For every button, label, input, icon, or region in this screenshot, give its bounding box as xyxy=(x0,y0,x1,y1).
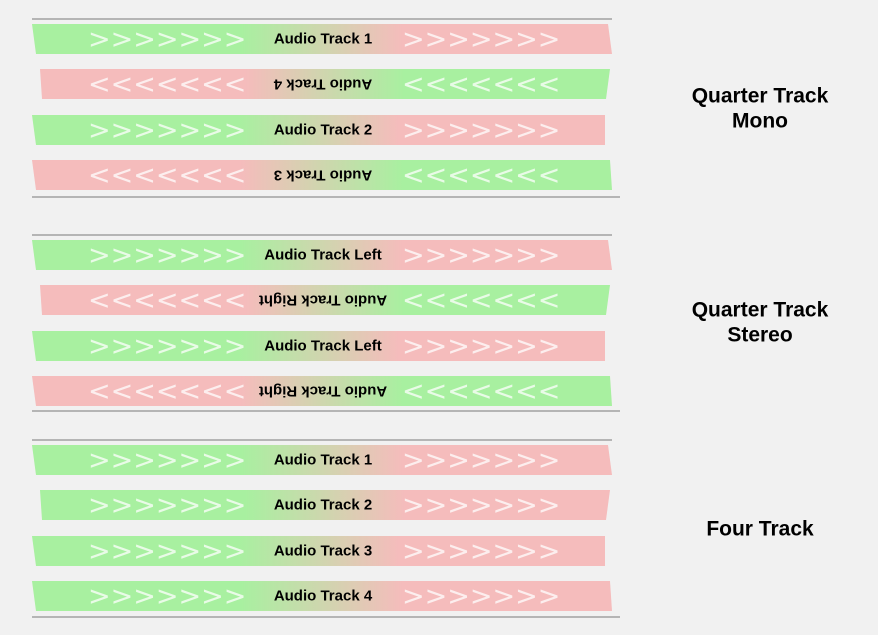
direction-arrows-left: <<<<<<< xyxy=(88,376,246,407)
group-title-line: Quarter Track xyxy=(692,299,829,322)
track-ribbon xyxy=(32,24,612,54)
track-label: Audio Track 4 xyxy=(273,76,372,93)
direction-arrows-right: >>>>>>> xyxy=(402,581,560,612)
direction-arrows-left: <<<<<<< xyxy=(88,285,246,316)
track-1-3: >>>>>>> >>>>>>> Audio Track 2 xyxy=(32,115,605,146)
track-1-2: <<<<<<< <<<<<<< Audio Track 4 xyxy=(40,69,610,100)
track-label: Audio Track Left xyxy=(264,247,382,264)
track-2-2: <<<<<<< <<<<<<< Audio Track Right xyxy=(40,285,610,316)
track-3-2: >>>>>>> >>>>>>> Audio Track 2 xyxy=(40,490,610,521)
track-ribbon xyxy=(32,445,612,475)
track-ribbon xyxy=(40,69,610,99)
direction-arrows-left: >>>>>>> xyxy=(88,24,246,55)
track-ribbon xyxy=(32,536,605,566)
direction-arrows-right: <<<<<<< xyxy=(402,376,560,407)
track-group-1: >>>>>>>>>>>>>>Audio Track 1<<<<<<<<<<<<<… xyxy=(32,18,829,198)
track-3-3: >>>>>>> >>>>>>> Audio Track 3 xyxy=(32,536,605,567)
direction-arrows-left: <<<<<<< xyxy=(88,160,246,191)
track-group-2: >>>>>>>>>>>>>>Audio Track Left<<<<<<<<<<… xyxy=(32,234,829,412)
direction-arrows-left: >>>>>>> xyxy=(88,115,246,146)
track-label: Audio Track 1 xyxy=(274,452,372,469)
direction-arrows-right: <<<<<<< xyxy=(402,285,560,316)
direction-arrows-right: <<<<<<< xyxy=(402,160,560,191)
track-ribbon xyxy=(32,376,612,406)
track-3-1: >>>>>>> >>>>>>> Audio Track 1 xyxy=(32,445,612,476)
group-title-line: Stereo xyxy=(727,324,792,347)
track-ribbon xyxy=(32,160,612,190)
track-label: Audio Track 3 xyxy=(274,167,372,184)
track-ribbon xyxy=(32,581,612,611)
direction-arrows-right: <<<<<<< xyxy=(402,69,560,100)
track-1-1: >>>>>>> >>>>>>> Audio Track 1 xyxy=(32,24,612,55)
track-ribbon xyxy=(40,490,610,520)
direction-arrows-right: >>>>>>> xyxy=(402,445,560,476)
direction-arrows-left: >>>>>>> xyxy=(88,490,246,521)
track-label: Audio Track 2 xyxy=(274,122,372,139)
direction-arrows-left: >>>>>>> xyxy=(88,581,246,612)
group-title-line: Mono xyxy=(732,110,788,133)
track-label: Audio Track Right xyxy=(259,383,387,400)
direction-arrows-left: <<<<<<< xyxy=(88,69,246,100)
track-3-4: >>>>>>> >>>>>>> Audio Track 4 xyxy=(32,581,612,612)
direction-arrows-left: >>>>>>> xyxy=(88,240,246,271)
direction-arrows-left: >>>>>>> xyxy=(88,331,246,362)
track-label: Audio Track 1 xyxy=(274,31,372,48)
direction-arrows-right: >>>>>>> xyxy=(402,240,560,271)
group-title-line: Four Track xyxy=(706,518,814,541)
track-label: Audio Track Right xyxy=(259,292,387,309)
track-label: Audio Track 3 xyxy=(274,543,372,560)
direction-arrows-right: >>>>>>> xyxy=(402,490,560,521)
track-1-4: <<<<<<< <<<<<<< Audio Track 3 xyxy=(32,160,612,191)
track-ribbon xyxy=(32,240,612,270)
direction-arrows-left: >>>>>>> xyxy=(88,445,246,476)
track-2-3: >>>>>>> >>>>>>> Audio Track Left xyxy=(32,331,605,362)
track-2-1: >>>>>>> >>>>>>> Audio Track Left xyxy=(32,240,612,271)
track-ribbon xyxy=(32,331,605,361)
track-2-4: <<<<<<< <<<<<<< Audio Track Right xyxy=(32,376,612,407)
direction-arrows-right: >>>>>>> xyxy=(402,536,560,567)
track-ribbon xyxy=(32,115,605,145)
track-ribbon xyxy=(40,285,610,315)
direction-arrows-right: >>>>>>> xyxy=(402,115,560,146)
direction-arrows-right: >>>>>>> xyxy=(402,331,560,362)
track-label: Audio Track 2 xyxy=(274,497,372,514)
track-group-3: >>>>>>>>>>>>>>Audio Track 1>>>>>>>>>>>>>… xyxy=(32,439,814,618)
track-label: Audio Track 4 xyxy=(274,588,373,605)
direction-arrows-left: >>>>>>> xyxy=(88,536,246,567)
track-label: Audio Track Left xyxy=(264,338,382,355)
direction-arrows-right: >>>>>>> xyxy=(402,24,560,55)
group-title-line: Quarter Track xyxy=(692,85,829,108)
